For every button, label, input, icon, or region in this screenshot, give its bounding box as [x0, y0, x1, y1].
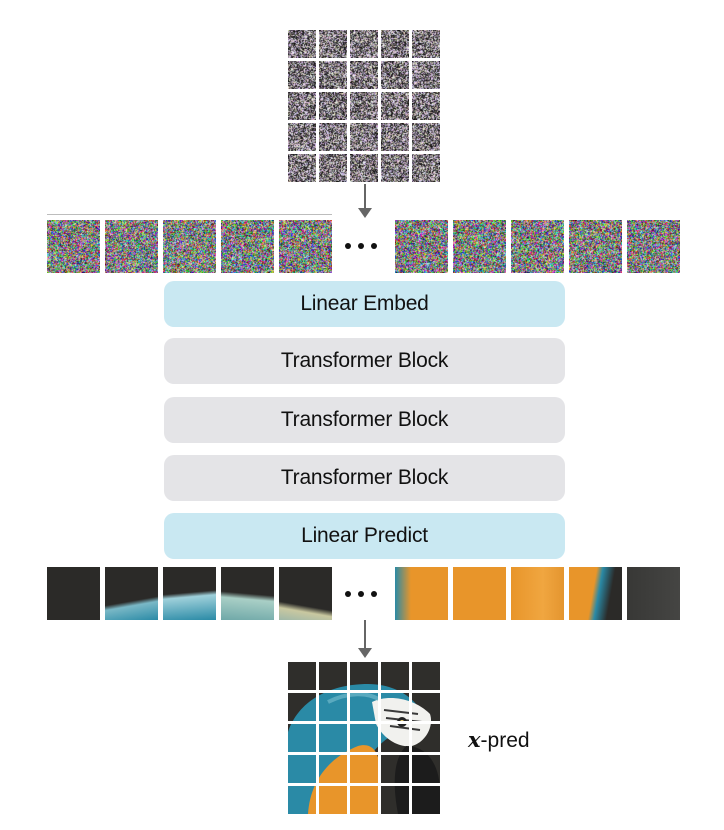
layer-label: Transformer Block	[280, 466, 449, 489]
grid-line	[409, 662, 412, 814]
noisy-patch	[319, 61, 347, 89]
transformer-block-1: Transformer Block	[164, 338, 565, 384]
noisy-input-image	[288, 30, 440, 182]
noisy-patch	[381, 123, 409, 151]
noisy-token	[279, 220, 332, 273]
grid-line	[288, 783, 440, 786]
noisy-patch	[381, 92, 409, 120]
predicted-token	[221, 567, 274, 620]
predicted-token	[279, 567, 332, 620]
noisy-patch	[412, 30, 440, 58]
noisy-token	[453, 220, 506, 273]
linear-embed-layer: Linear Embed	[164, 281, 565, 327]
pred-suffix: -pred	[480, 729, 530, 752]
noisy-patch	[319, 30, 347, 58]
noisy-patch	[412, 154, 440, 182]
transformer-block-3: Transformer Block	[164, 455, 565, 501]
layer-label: Linear Embed	[300, 292, 429, 315]
noisy-patch	[350, 92, 378, 120]
grid-line	[316, 662, 319, 814]
down-arrow-icon	[358, 620, 372, 660]
parrot-image	[288, 662, 440, 814]
noisy-patch	[350, 30, 378, 58]
noisy-patch	[412, 123, 440, 151]
grid-line	[378, 662, 381, 814]
ellipsis-icon	[345, 243, 377, 249]
noisy-token	[569, 220, 622, 273]
predicted-output-image	[288, 662, 440, 814]
layer-label: Transformer Block	[280, 349, 449, 372]
output-label: x-pred	[468, 727, 530, 753]
noisy-patch	[288, 92, 316, 120]
predicted-token	[453, 567, 506, 620]
noisy-token	[105, 220, 158, 273]
noisy-patch	[381, 154, 409, 182]
noisy-patch	[412, 92, 440, 120]
predicted-token-row-left	[47, 567, 332, 620]
predicted-token	[627, 567, 680, 620]
predicted-token	[105, 567, 158, 620]
noisy-patch	[288, 123, 316, 151]
predicted-token-row-right	[395, 567, 680, 620]
noisy-token	[627, 220, 680, 273]
predicted-token	[569, 567, 622, 620]
noisy-patch	[319, 123, 347, 151]
transformer-block-2: Transformer Block	[164, 397, 565, 443]
noisy-token	[221, 220, 274, 273]
noisy-patch	[412, 61, 440, 89]
noisy-token	[163, 220, 216, 273]
noisy-patch	[288, 61, 316, 89]
noisy-patch	[381, 30, 409, 58]
noisy-patch	[350, 154, 378, 182]
predicted-token	[163, 567, 216, 620]
layer-label: Linear Predict	[301, 524, 428, 547]
noisy-patch	[350, 123, 378, 151]
noisy-patch	[288, 30, 316, 58]
noisy-token	[47, 220, 100, 273]
predicted-token	[47, 567, 100, 620]
noisy-token-row-left	[47, 220, 332, 273]
predicted-token	[395, 567, 448, 620]
noisy-patch	[288, 154, 316, 182]
linear-predict-layer: Linear Predict	[164, 513, 565, 559]
noisy-patch	[319, 92, 347, 120]
down-arrow-icon	[358, 184, 372, 218]
layer-label: Transformer Block	[280, 408, 449, 431]
noisy-patch	[350, 61, 378, 89]
grid-line	[288, 690, 440, 693]
x-variable: x	[468, 727, 481, 752]
row-top-rule	[47, 214, 332, 215]
grid-line	[288, 752, 440, 755]
noisy-patch	[381, 61, 409, 89]
grid-line	[347, 662, 350, 814]
noisy-token-row-right	[395, 220, 680, 273]
predicted-token	[511, 567, 564, 620]
patch-grid-overlay	[288, 662, 440, 814]
noisy-patch	[319, 154, 347, 182]
noisy-token	[511, 220, 564, 273]
ellipsis-icon	[345, 591, 377, 597]
grid-line	[288, 721, 440, 724]
noisy-token	[395, 220, 448, 273]
